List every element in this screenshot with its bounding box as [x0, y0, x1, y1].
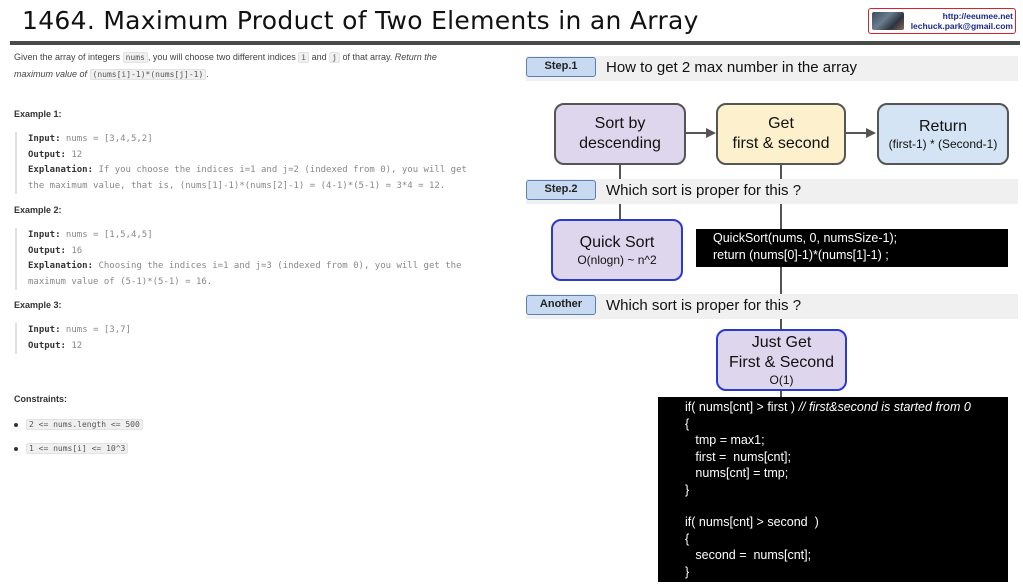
- example-1-block: Input: nums = [3,4,5,2] Output: 12 Expla…: [15, 132, 528, 194]
- quick-sort-node: Quick Sort O(nlogn) ~ n^2: [551, 219, 683, 281]
- example-1-expl-label: Explanation:: [28, 165, 94, 175]
- code-line: first = nums[cnt];: [685, 449, 791, 464]
- author-badge[interactable]: http://eeumee.net lechuck.park@gmail.com: [868, 8, 1016, 34]
- desc-text-and: and: [309, 52, 330, 62]
- example-2-expl-2: maximum value of (5-1)*(5-1) = 16.: [28, 276, 213, 287]
- bullet-icon: [14, 446, 18, 451]
- code-line: {: [685, 416, 690, 431]
- flow-node-return: Return (first-1) * (Second-1): [877, 103, 1009, 165]
- step-2-tag: Step.2: [526, 180, 596, 200]
- example-1-input: nums = [3,4,5,2]: [60, 134, 153, 144]
- constraint-item: 1 <= nums[i] <= 10^3: [14, 443, 129, 454]
- just-get-line1: Just Get: [751, 334, 812, 351]
- desc-code-nums: nums: [122, 52, 148, 63]
- flow-node-sort-line2: descending: [579, 135, 661, 152]
- just-get-code: if( nums[cnt] > first ) // first&second …: [658, 397, 1008, 582]
- example-1-output-label: Output:: [28, 149, 66, 160]
- step-1-text: How to get 2 max number in the array: [606, 59, 857, 76]
- arrow-right-icon: [846, 128, 876, 138]
- example-2-block: Input: nums = [1,5,4,5] Output: 16 Expla…: [15, 228, 528, 290]
- constraint-item: 2 <= nums.length <= 500: [14, 419, 143, 430]
- problem-description: Given the array of integers nums, you wi…: [14, 50, 514, 82]
- flow-node-sort: Sort by descending: [554, 103, 686, 165]
- constraint-1: 2 <= nums.length <= 500: [26, 419, 143, 430]
- desc-return: Return the: [394, 52, 437, 62]
- flow-node-sort-line1: Sort by: [594, 115, 646, 132]
- quick-sort-complexity: O(nlogn) ~ n^2: [577, 253, 657, 267]
- example-3-block: Input: nums = [3,7] Output: 12: [15, 323, 528, 354]
- step-2-row: Step.2 Which sort is proper for this ?: [526, 179, 1018, 204]
- desc-line2: maximum value of: [14, 69, 90, 79]
- another-row: Another Which sort is proper for this ?: [526, 294, 1018, 319]
- desc-text-a: Given the array of integers: [14, 52, 123, 62]
- author-url[interactable]: http://eeumee.net: [942, 11, 1013, 21]
- example-2-input: nums = [1,5,4,5]: [60, 230, 153, 240]
- code-line: }: [685, 482, 690, 497]
- page-title: 1464. Maximum Product of Two Elements in…: [22, 6, 699, 35]
- arrow-right-icon: [686, 128, 716, 138]
- step-2-text: Which sort is proper for this ?: [606, 182, 802, 199]
- bullet-icon: [14, 422, 18, 427]
- desc-code-j: j: [329, 52, 340, 63]
- step-1-row: Step.1 How to get 2 max number in the ar…: [526, 56, 1018, 81]
- desc-text-c: of that array.: [339, 52, 395, 62]
- example-2-output-label: Output:: [28, 245, 66, 256]
- constraint-2: 1 <= nums[i] <= 10^3: [26, 443, 129, 454]
- another-tag: Another: [526, 295, 596, 315]
- code-line: second = nums[cnt];: [685, 548, 812, 562]
- just-get-line2: First & Second: [729, 354, 834, 371]
- just-get-node: Just Get First & Second O(1): [716, 329, 847, 391]
- author-email[interactable]: lechuck.park@gmail.com: [910, 21, 1013, 31]
- example-2-output: 16: [65, 245, 83, 256]
- example-3-output: 12: [65, 340, 83, 351]
- flow-node-get: Get first & second: [716, 103, 846, 165]
- constraints-heading: Constraints:: [14, 394, 68, 404]
- code-line: tmp = max1;: [685, 433, 765, 447]
- flow-node-return-line2: (first-1) * (Second-1): [888, 137, 998, 151]
- example-1-output: 12: [65, 149, 83, 160]
- flow-node-return-line1: Return: [918, 118, 968, 135]
- example-2-expl-1: Choosing the indices i=1 and j=3 (indexe…: [93, 261, 462, 271]
- step-1-tag: Step.1: [526, 57, 596, 77]
- another-text: Which sort is proper for this ?: [606, 297, 802, 314]
- desc-code-i: i: [298, 52, 310, 63]
- example-1-expl-2: the maximum value, that is, (nums[1]-1)*…: [28, 180, 446, 191]
- example-1-input-label: Input:: [28, 134, 61, 144]
- author-logo-image: [872, 12, 904, 30]
- desc-text-b: , you will choose two different indices: [147, 52, 299, 62]
- example-3-input: nums = [3,7]: [60, 325, 131, 335]
- example-2-heading: Example 2:: [14, 205, 62, 215]
- code-line: if( nums[cnt] > first ): [685, 400, 799, 414]
- quick-sort-code: QuickSort(nums, 0, numsSize-1); return (…: [696, 229, 1008, 267]
- desc-end: .: [206, 69, 209, 79]
- example-3-heading: Example 3:: [14, 300, 62, 310]
- code-line: {: [685, 531, 690, 546]
- example-3-input-label: Input:: [28, 325, 61, 335]
- flow-node-get-line2: first & second: [732, 135, 830, 152]
- code-line: }: [685, 564, 690, 579]
- example-1-expl-1: If you choose the indices i=1 and j=2 (i…: [93, 165, 467, 175]
- quick-sort-title: Quick Sort: [579, 234, 655, 251]
- example-2-expl-label: Explanation:: [28, 261, 94, 271]
- example-1-heading: Example 1:: [14, 109, 62, 119]
- example-2-input-label: Input:: [28, 230, 61, 240]
- code-line: nums[cnt] = tmp;: [685, 466, 789, 480]
- desc-code-expr: (nums[i]-1)*(nums[j]-1): [89, 69, 207, 80]
- flow-node-get-line1: Get: [768, 115, 794, 132]
- code-line: if( nums[cnt] > second ): [685, 515, 819, 529]
- header-divider: [10, 41, 1020, 45]
- example-3-output-label: Output:: [28, 340, 66, 351]
- just-get-complexity: O(1): [769, 373, 794, 387]
- code-line: QuickSort(nums, 0, numsSize-1);: [713, 231, 898, 245]
- connector-line: [780, 390, 782, 400]
- code-comment: // first&second is started from 0: [798, 400, 971, 414]
- code-line: return (nums[0]-1)*(nums[1]-1) ;: [713, 247, 889, 262]
